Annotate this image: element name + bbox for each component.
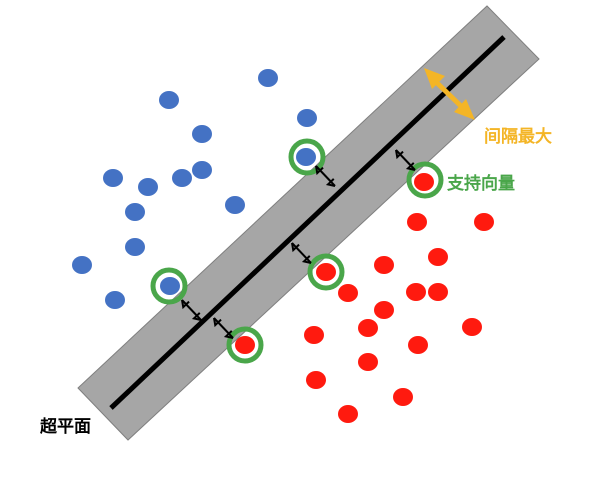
red-point xyxy=(474,213,494,231)
red-point xyxy=(358,319,378,337)
hyperplane-line xyxy=(109,35,506,410)
red-point xyxy=(428,283,448,301)
blue-point xyxy=(125,238,145,256)
support-vector-ring xyxy=(150,267,188,305)
red-point xyxy=(235,336,255,354)
red-point xyxy=(374,301,394,319)
red-point xyxy=(304,326,324,344)
blue-point-group xyxy=(72,69,317,309)
max-margin-label: 间隔最大 xyxy=(484,127,552,147)
red-point xyxy=(338,284,358,302)
blue-point xyxy=(103,169,123,187)
support-vector-ring xyxy=(288,138,326,176)
blue-point xyxy=(296,148,316,166)
blue-point xyxy=(160,277,180,295)
support-vector-ring-group xyxy=(150,138,444,364)
red-point xyxy=(428,248,448,266)
support-vector-ring xyxy=(406,161,444,199)
blue-point xyxy=(159,91,179,109)
red-point xyxy=(374,256,394,274)
distance-arrow xyxy=(213,317,234,339)
blue-point xyxy=(138,178,158,196)
blue-point xyxy=(172,169,192,187)
red-point-group xyxy=(235,173,494,423)
support-vector-label: 支持向量 xyxy=(447,174,515,194)
blue-point xyxy=(125,203,145,221)
blue-point xyxy=(297,109,317,127)
red-point xyxy=(338,405,358,423)
distance-arrow-group xyxy=(181,149,416,339)
red-point xyxy=(408,336,428,354)
red-point xyxy=(407,213,427,231)
red-point xyxy=(306,371,326,389)
red-point xyxy=(406,283,426,301)
red-point xyxy=(462,318,482,336)
blue-point xyxy=(105,291,125,309)
red-point xyxy=(316,263,336,281)
red-point xyxy=(393,388,413,406)
blue-point xyxy=(258,69,278,87)
max-margin-arrow xyxy=(424,68,475,120)
distance-arrow xyxy=(291,242,312,264)
distance-arrow xyxy=(395,149,416,171)
distance-arrow xyxy=(315,165,336,187)
blue-point xyxy=(72,256,92,274)
support-vector-ring xyxy=(226,326,264,364)
hyperplane-label: 超平面 xyxy=(40,417,91,437)
blue-point xyxy=(225,196,245,214)
blue-point xyxy=(192,161,212,179)
red-point xyxy=(358,353,378,371)
red-point xyxy=(414,173,434,191)
distance-arrow xyxy=(181,299,202,321)
blue-point xyxy=(192,125,212,143)
support-vector-ring xyxy=(307,253,345,291)
